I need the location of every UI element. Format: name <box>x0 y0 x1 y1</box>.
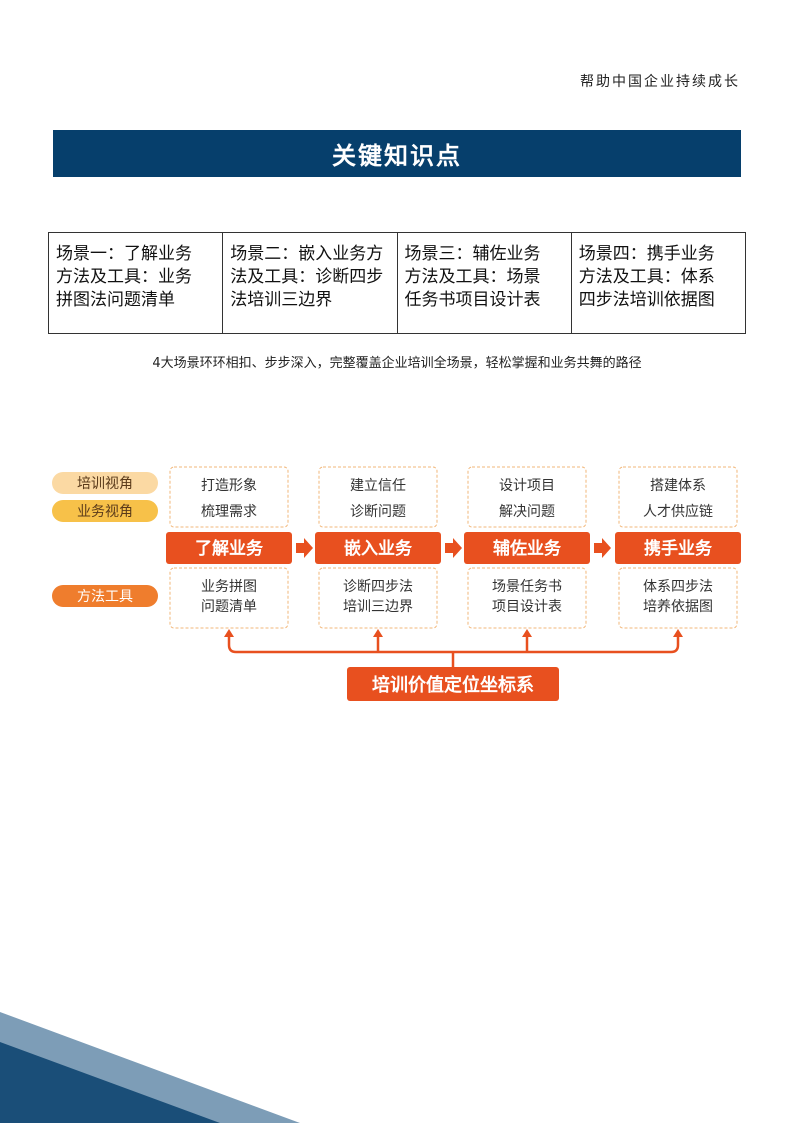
stage-2-bottom-1: 诊断四步法 <box>343 579 413 595</box>
stage-3-name: 辅佐业务 <box>493 538 562 559</box>
stage-3-top-1: 设计项目 <box>499 478 555 494</box>
scene-2-line-3: 法培训三边界 <box>230 290 333 310</box>
stage-1-top-2: 梳理需求 <box>201 504 257 520</box>
stage-3-bottom-box <box>467 567 587 629</box>
arrow-up-icon <box>522 629 532 637</box>
arrow-up-icon <box>673 629 683 637</box>
stage-4-bottom-2: 培养依据图 <box>643 599 713 615</box>
stage-4-top-2: 人才供应链 <box>643 503 713 520</box>
scene-3-line-3: 任务书项目设计表 <box>404 290 541 310</box>
label-business-pill <box>52 500 158 522</box>
stage-4-top-box <box>618 466 738 528</box>
stage-2-name: 嵌入业务 <box>344 538 413 559</box>
stage-2-top-2: 诊断问题 <box>350 504 406 520</box>
value-coordinate-label: 培训价值定位坐标系 <box>372 674 534 696</box>
scene-cell-4: 场景四：携手业务 方法及工具：体系 四步法培训依据图 <box>570 232 747 334</box>
arrow-right-icon <box>445 538 462 558</box>
label-business: 业务视角 <box>77 504 133 520</box>
up-arrowheads <box>224 629 683 637</box>
stage-1-top-box <box>169 466 289 528</box>
connector-lines <box>227 636 680 667</box>
scene-3-line-1: 场景三：辅佐业务 <box>404 244 541 264</box>
stage-1-bottom-2: 问题清单 <box>201 599 257 615</box>
stage-3-bottom-1: 场景任务书 <box>492 579 562 595</box>
stage-3-bottom-2: 项目设计表 <box>492 599 562 615</box>
arrow-right-icon <box>594 538 611 558</box>
label-training-pill <box>52 472 158 494</box>
training-value-diagram: 培训视角 业务视角 方法工具 打造形象 梳理需求 了解业务 业务拼图 问题清单 … <box>52 466 741 701</box>
scene-1-line-1: 场景一：了解业务 <box>56 244 192 264</box>
header-slogan: 帮助中国企业持续成长 <box>580 74 740 90</box>
stage-4-bottom-1: 体系四步法 <box>643 579 713 595</box>
scene-cell-2: 场景二：嵌入业务方 法及工具：诊断四步 法培训三边界 <box>222 232 398 334</box>
stage-1-bottom-1: 业务拼图 <box>201 579 257 595</box>
stage-1-bar <box>166 532 292 564</box>
label-tools: 方法工具 <box>77 589 133 605</box>
scene-1-line-2: 方法及工具：业务 <box>56 267 192 287</box>
stage-4-bottom-box <box>618 567 738 629</box>
scene-2-line-2: 法及工具：诊断四步 <box>230 267 384 287</box>
value-coordinate-bar <box>347 667 559 701</box>
stage-4-name: 携手业务 <box>644 538 713 559</box>
stage-1-bottom-box <box>169 567 289 629</box>
scenes-row: 场景一：了解业务 方法及工具：业务 拼图法问题清单 场景二：嵌入业务方 法及工具… <box>47 232 747 334</box>
label-training: 培训视角 <box>77 476 133 492</box>
scene-cell-3: 场景三：辅佐业务 方法及工具：场景 任务书项目设计表 <box>396 232 572 334</box>
scene-2-line-1: 场景二：嵌入业务方 <box>230 244 384 264</box>
stage-3-bar <box>464 532 590 564</box>
scenes-table: 场景一：了解业务 方法及工具：业务 拼图法问题清单 场景二：嵌入业务方 法及工具… <box>47 232 747 334</box>
stage-1-top-1: 打造形象 <box>201 477 257 494</box>
stage-2-top-1: 建立信任 <box>350 478 406 494</box>
caption-text: 4大场景环环相扣、步步深入，完整覆盖企业培训全场景，轻松掌握和业务共舞的路径 <box>152 356 642 371</box>
stage-2-bar <box>315 532 441 564</box>
arrow-up-icon <box>373 629 383 637</box>
corner-stripe-light <box>0 1012 300 1123</box>
stage-3-top-box <box>467 466 587 528</box>
section-title: 关键知识点 <box>332 142 462 170</box>
stage-2-bottom-2: 培训三边界 <box>343 599 413 615</box>
stage-2-top-box <box>318 466 438 528</box>
scene-3-line-2: 方法及工具：场景 <box>404 267 541 287</box>
stage-4-top-1: 搭建体系 <box>650 478 706 494</box>
scene-cell-1: 场景一：了解业务 方法及工具：业务 拼图法问题清单 <box>47 232 224 334</box>
scene-4-line-3: 四步法培训依据图 <box>578 290 715 310</box>
label-tools-pill <box>52 585 158 607</box>
stage-2-bottom-box <box>318 567 438 629</box>
arrow-up-icon <box>224 629 234 637</box>
arrow-right-icon <box>296 538 313 558</box>
scene-4-line-1: 场景四：携手业务 <box>578 244 715 264</box>
stage-4-bar <box>615 532 741 564</box>
corner-stripe-dark <box>0 1042 220 1123</box>
stage-1-name: 了解业务 <box>195 538 264 559</box>
stage-3-top-2: 解决问题 <box>499 504 555 520</box>
section-title-bar: 关键知识点 <box>53 130 741 177</box>
scene-4-line-2: 方法及工具：体系 <box>578 267 715 287</box>
scene-1-line-3: 拼图法问题清单 <box>56 290 175 310</box>
